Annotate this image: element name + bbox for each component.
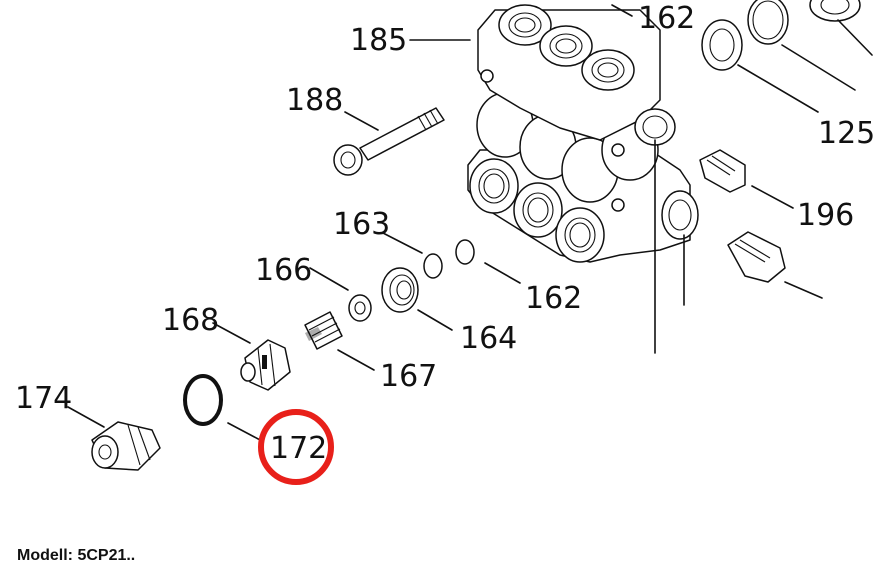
callout-174: 174 [15, 381, 72, 416]
callout-196: 196 [797, 198, 854, 233]
model-caption: Modell: 5CP21.. [17, 547, 136, 564]
part-164-valve-seat [381, 267, 419, 313]
callout-172: 172 [270, 431, 327, 466]
callout-188: 188 [286, 83, 343, 118]
part-174-plug [91, 421, 161, 471]
callout-185: 185 [350, 23, 407, 58]
callout-164: 164 [460, 321, 517, 356]
part-167-spring [304, 311, 343, 350]
part-188-bolt [333, 107, 445, 176]
manifold-body [467, 4, 699, 354]
part-196-plugs [699, 149, 786, 283]
callout-162-top: 162 [638, 1, 695, 36]
callout-125: 125 [818, 116, 875, 151]
part-162-oring [455, 239, 475, 265]
part-172-oring [183, 374, 223, 426]
part-166-washer [348, 294, 372, 322]
part-125-seal-rings [701, 0, 861, 71]
leader-lines [67, 4, 873, 442]
callout-162-mid: 162 [525, 281, 582, 316]
callout-168: 168 [162, 303, 219, 338]
callout-163: 163 [333, 207, 390, 242]
callout-166: 166 [255, 253, 312, 288]
part-163-oring [423, 253, 443, 279]
highlight-circle-172 [258, 409, 334, 485]
callout-167: 167 [380, 359, 437, 394]
part-168-valve-cage [240, 339, 291, 391]
